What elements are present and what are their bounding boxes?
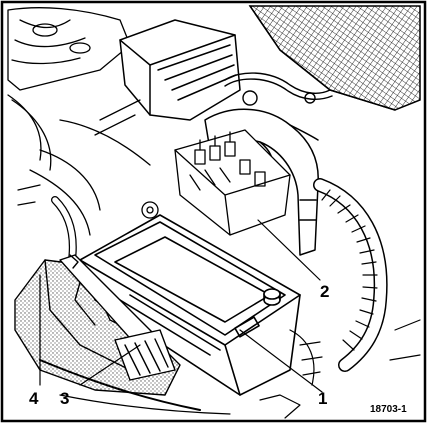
lower-wiring xyxy=(39,319,421,419)
pipe-loop xyxy=(224,72,333,106)
figure-reference-number: 18703-1 xyxy=(370,404,407,415)
callout-1: 1 xyxy=(318,389,327,408)
callout-3: 3 xyxy=(60,389,69,408)
fuse-relay-box xyxy=(174,129,291,236)
left-wiring xyxy=(17,99,159,264)
callout-4: 4 xyxy=(29,389,39,408)
leader-lines xyxy=(39,219,323,393)
engine-top-left xyxy=(7,7,131,171)
grille-panel xyxy=(248,5,421,111)
battery xyxy=(79,214,301,396)
callout-2: 2 xyxy=(320,282,329,301)
battery-tray xyxy=(14,254,181,396)
ribbed-duct xyxy=(313,178,388,372)
air-filter-box xyxy=(119,19,241,121)
